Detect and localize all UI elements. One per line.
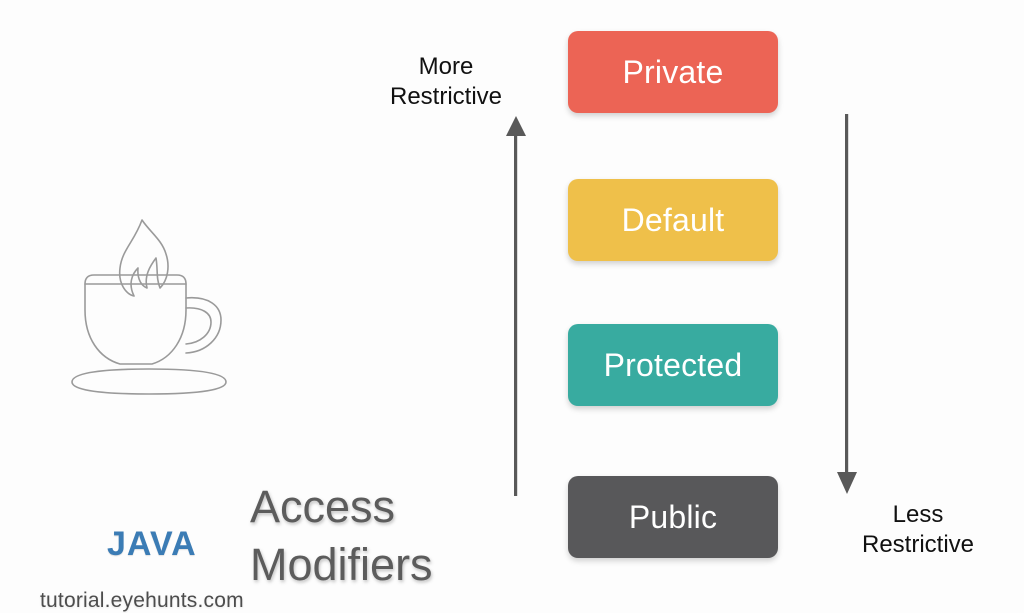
page-title: Access Modifiers: [250, 478, 433, 594]
arrow-up-icon: [500, 114, 532, 501]
less-restrictive-label: Less Restrictive: [843, 500, 993, 560]
java-coffee-cup-icon: [64, 212, 234, 402]
site-url-text: tutorial.eyehunts.com: [40, 589, 244, 612]
modifier-label: Private: [622, 53, 724, 90]
modifier-label: Default: [621, 201, 725, 238]
modifier-label: Public: [628, 498, 718, 535]
page-title-line-1: Access: [250, 481, 396, 532]
page-title-line-2: Modifiers: [250, 539, 433, 590]
more-restrictive-label: More Restrictive: [372, 52, 520, 112]
brand-block: JAVA tutorial.eyehunts.com Access Modifi…: [18, 212, 433, 612]
less-restrictive-line-2: Restrictive: [861, 531, 975, 558]
diagram-canvas: JAVA tutorial.eyehunts.com Access Modifi…: [18, 31, 993, 612]
modifier-label: Protected: [603, 346, 743, 383]
more-restrictive-line-2: Restrictive: [389, 83, 503, 110]
more-restrictive-line-1: More: [418, 53, 474, 80]
modifier-box-private[interactable]: Private: [568, 31, 778, 113]
modifier-box-protected[interactable]: Protected: [568, 324, 778, 406]
arrow-down-icon: [831, 114, 863, 501]
modifier-box-public[interactable]: Public: [568, 476, 778, 558]
modifier-box-default[interactable]: Default: [568, 179, 778, 261]
less-restrictive-line-1: Less: [892, 501, 944, 528]
java-wordmark: JAVA: [107, 525, 197, 563]
